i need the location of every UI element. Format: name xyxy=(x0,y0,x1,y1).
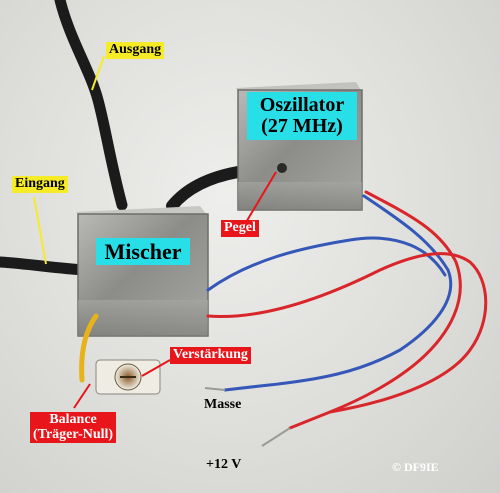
label-eingang: Eingang xyxy=(12,176,68,193)
label-oszillator-line2: (27 MHz) xyxy=(261,115,343,137)
label-balance-line2: (Träger-Null) xyxy=(33,426,114,442)
red-wire-mischer xyxy=(206,252,488,414)
eingang-cable xyxy=(0,256,90,276)
label-oszillator: Oszillator (27 MHz) xyxy=(247,92,357,140)
red-wire-oszillator xyxy=(288,190,462,430)
label-pegel: Pegel xyxy=(221,220,259,237)
mischer-box xyxy=(76,206,209,337)
label-mischer: Mischer xyxy=(96,238,190,266)
link-cable xyxy=(166,166,244,212)
label-copyright: © DF9IE xyxy=(392,460,439,474)
pegel-hole xyxy=(277,163,287,173)
trimmer-pot xyxy=(95,359,161,395)
label-ausgang: Ausgang xyxy=(106,42,165,59)
label-balance-line1: Balance xyxy=(49,412,97,427)
label-plus12v: +12 V xyxy=(206,457,242,472)
label-verstaerkung: Verstärkung xyxy=(170,347,251,364)
power-wires xyxy=(206,190,488,430)
blue-wire-mischer xyxy=(206,236,447,292)
bare-wire-ends xyxy=(204,387,291,447)
ausgang-cable xyxy=(54,0,128,211)
blue-wire-oszillator xyxy=(223,194,453,392)
yellow-wire xyxy=(79,313,99,383)
label-balance: Balance (Träger-Null) xyxy=(30,412,117,444)
label-masse: Masse xyxy=(204,397,242,412)
black-cables xyxy=(0,0,244,276)
label-oszillator-line1: Oszillator xyxy=(259,94,345,116)
pointer-lines xyxy=(33,55,277,409)
